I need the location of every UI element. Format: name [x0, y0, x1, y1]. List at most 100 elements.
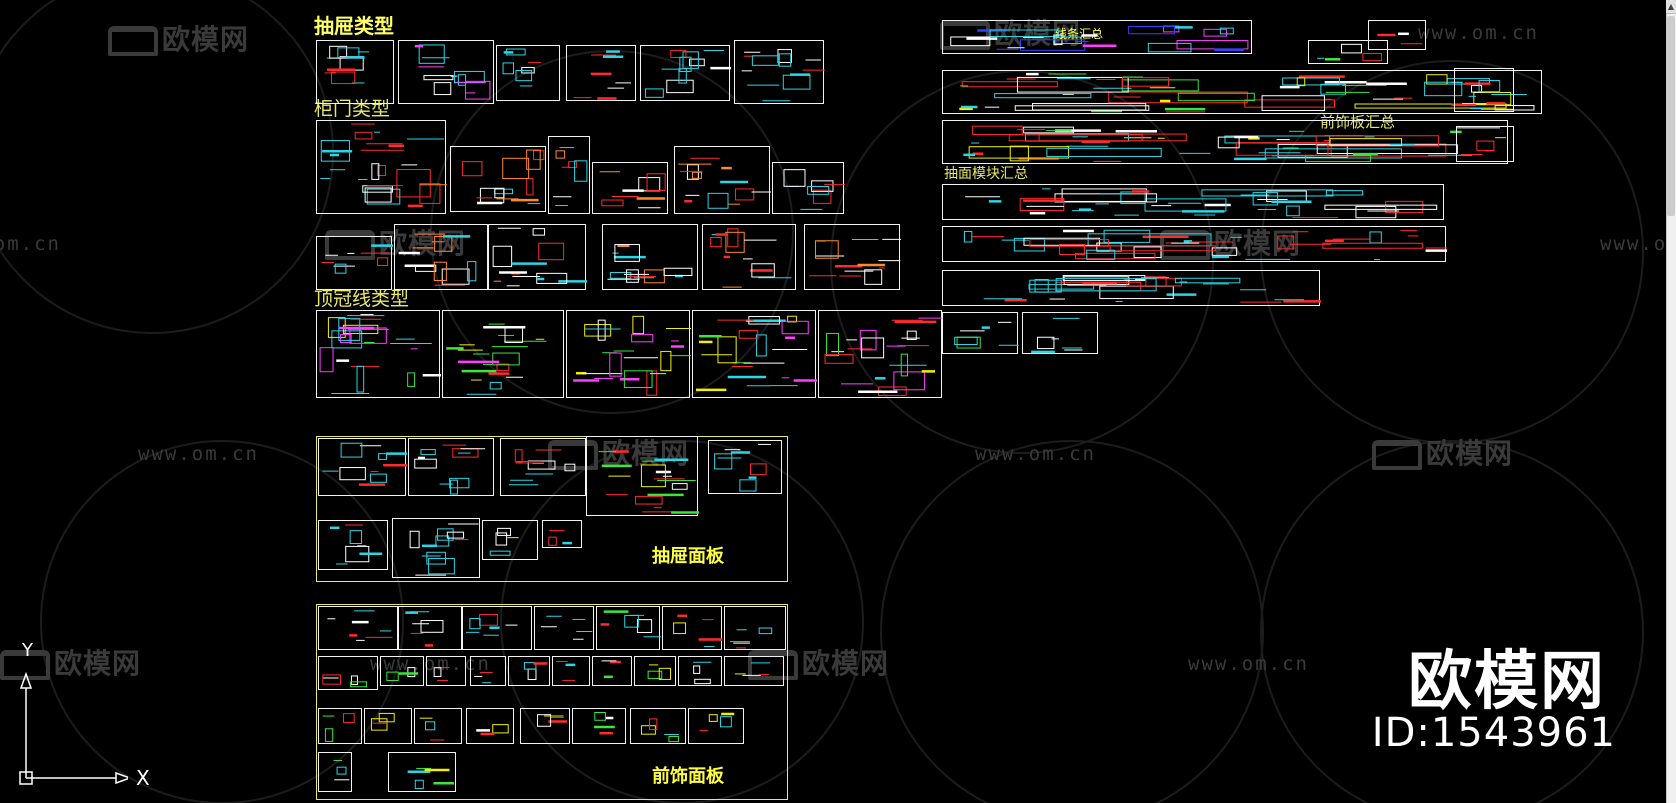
- cad-line: [319, 347, 334, 373]
- vertical-scrollbar[interactable]: ▲: [1666, 0, 1676, 803]
- drawing-sheet[interactable]: [640, 45, 731, 101]
- drawing-sheet[interactable]: [688, 708, 744, 744]
- cad-line: [1235, 142, 1329, 156]
- drawing-sheet[interactable]: [318, 708, 362, 744]
- drawing-sheet[interactable]: [634, 656, 676, 686]
- drawing-sheet[interactable]: [316, 120, 447, 214]
- drawing-sheet[interactable]: [724, 656, 784, 686]
- drawing-sheet[interactable]: [942, 312, 1019, 354]
- drawing-sheet[interactable]: [466, 708, 514, 744]
- drawing-sheet[interactable]: [380, 656, 424, 686]
- scroll-up-icon[interactable]: ▲: [1666, 0, 1676, 14]
- drawing-sheet[interactable]: [942, 226, 1447, 262]
- drawing-sheet[interactable]: [318, 520, 388, 570]
- drawing-sheet[interactable]: [316, 40, 394, 104]
- cad-line: [504, 326, 524, 343]
- drawing-sheet[interactable]: [482, 520, 538, 560]
- drawing-sheet[interactable]: [692, 310, 817, 398]
- drawing-sheet[interactable]: [702, 224, 796, 290]
- drawing-sheet[interactable]: [542, 520, 582, 548]
- drawing-sheet[interactable]: [470, 656, 506, 686]
- sofa-icon: [1160, 230, 1210, 260]
- drawing-sheet[interactable]: [442, 310, 564, 398]
- lines-summary-sheet[interactable]: [942, 20, 1252, 54]
- drawing-sheet[interactable]: [734, 40, 825, 104]
- drawing-sheet[interactable]: [592, 656, 632, 686]
- drawer-panel-frame[interactable]: [316, 436, 788, 582]
- drawing-sheet[interactable]: [1454, 68, 1514, 112]
- cad-line: [469, 618, 481, 630]
- cad-line: [409, 530, 420, 549]
- drawing-sheet[interactable]: [804, 224, 901, 290]
- drawing-sheet[interactable]: [414, 708, 462, 744]
- drawing-sheet[interactable]: [630, 708, 686, 744]
- sheet-linework: [414, 44, 491, 100]
- drawing-sheet[interactable]: [462, 606, 532, 650]
- drawing-sheet[interactable]: [398, 606, 462, 650]
- drawing-sheet[interactable]: [586, 436, 699, 516]
- drawing-sheet[interactable]: [552, 656, 590, 686]
- drawing-sheet[interactable]: [678, 656, 722, 686]
- watermark-url: www.om.cn: [1600, 233, 1676, 255]
- drawing-sheet[interactable]: [488, 224, 587, 290]
- drawing-sheet[interactable]: [318, 606, 398, 650]
- sofa-icon: [108, 26, 158, 56]
- scroll-thumb[interactable]: [1667, 16, 1675, 216]
- drawing-sheet[interactable]: [364, 708, 412, 744]
- drawing-sheet[interactable]: [566, 45, 636, 101]
- drawing-sheet[interactable]: [394, 224, 488, 290]
- drawing-sheet[interactable]: [592, 162, 668, 214]
- drawing-sheet[interactable]: [674, 146, 771, 214]
- drawing-sheet[interactable]: [496, 45, 560, 101]
- drawing-sheet[interactable]: [1368, 20, 1426, 50]
- cad-line: [449, 479, 459, 495]
- drawing-sheet[interactable]: [318, 438, 407, 496]
- drawing-sheet[interactable]: [426, 656, 466, 686]
- drawing-sheet[interactable]: [534, 606, 594, 650]
- drawing-sheet[interactable]: [602, 224, 698, 290]
- drawing-sheet[interactable]: [398, 40, 494, 104]
- drawing-sheet[interactable]: [662, 606, 723, 650]
- drawing-sheet[interactable]: [724, 606, 786, 650]
- drawing-sheet[interactable]: [942, 184, 1444, 220]
- cad-line: [601, 199, 624, 207]
- drawing-sheet[interactable]: [1308, 40, 1388, 64]
- cad-line: [1244, 99, 1335, 108]
- drawing-sheet[interactable]: [388, 752, 456, 792]
- drawing-sheet[interactable]: [500, 438, 586, 496]
- drawing-sheet[interactable]: [708, 440, 782, 494]
- sheet-linework: [414, 444, 486, 495]
- sheet-linework: [319, 314, 441, 394]
- drawing-sheet[interactable]: [942, 270, 1321, 306]
- drawing-sheet[interactable]: [1456, 126, 1514, 162]
- sheet-linework: [678, 157, 771, 209]
- drawing-sheet[interactable]: [392, 518, 480, 578]
- drawing-sheet[interactable]: [548, 136, 590, 214]
- watermark-logo: 欧模网: [108, 18, 249, 58]
- drawing-sheet[interactable]: [316, 310, 441, 398]
- drawing-sheet[interactable]: [942, 120, 1508, 164]
- drawing-sheet[interactable]: [818, 310, 943, 398]
- drawing-sheet[interactable]: [772, 162, 845, 214]
- watermark-logo-text: 欧模网: [162, 23, 250, 56]
- drawing-sheet[interactable]: [316, 236, 393, 290]
- sheet-linework: [370, 712, 395, 731]
- drawing-sheet[interactable]: [572, 708, 626, 744]
- sheet-linework: [573, 50, 631, 100]
- drawing-sheet[interactable]: [450, 146, 546, 212]
- drawing-sheet[interactable]: [508, 656, 550, 686]
- drawing-sheet[interactable]: [408, 438, 494, 496]
- drawing-sheet[interactable]: [1022, 312, 1098, 354]
- watermark-url: www.om.cn: [975, 443, 1096, 465]
- drawing-sheet[interactable]: [318, 656, 378, 690]
- drawing-sheet[interactable]: [942, 70, 1542, 114]
- cad-line: [446, 531, 465, 539]
- cad-line: [466, 261, 477, 282]
- drawing-sheet[interactable]: [596, 606, 661, 650]
- drawing-sheet[interactable]: [318, 752, 352, 792]
- drawing-sheet[interactable]: [566, 310, 691, 398]
- watermark-logo: 欧模网: [940, 12, 1081, 52]
- drawing-sheet[interactable]: [520, 708, 570, 744]
- front-panel-frame[interactable]: [316, 604, 788, 800]
